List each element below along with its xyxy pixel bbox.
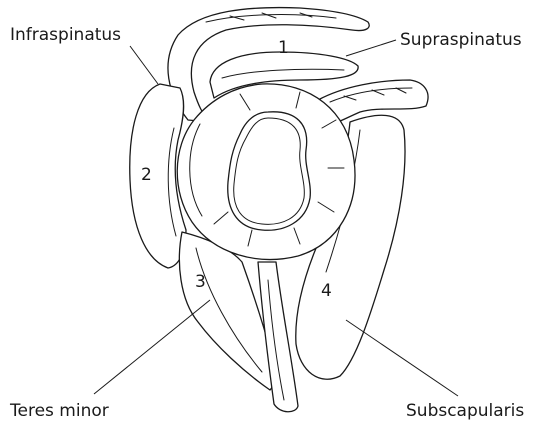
number-3: 3: [195, 272, 206, 292]
supraspinatus-leader: [346, 40, 396, 56]
label-infraspinatus: Infraspinatus: [10, 25, 121, 45]
label-subscapularis: Subscapularis: [406, 401, 524, 421]
subscapularis-leader: [346, 320, 458, 396]
label-teres-minor: Teres minor: [9, 401, 109, 421]
infraspinatus-leader: [130, 46, 158, 84]
number-1: 1: [278, 38, 289, 58]
number-2: 2: [141, 165, 152, 185]
label-supraspinatus: Supraspinatus: [400, 30, 522, 50]
teres-minor-leader: [94, 300, 210, 394]
number-4: 4: [321, 281, 332, 301]
